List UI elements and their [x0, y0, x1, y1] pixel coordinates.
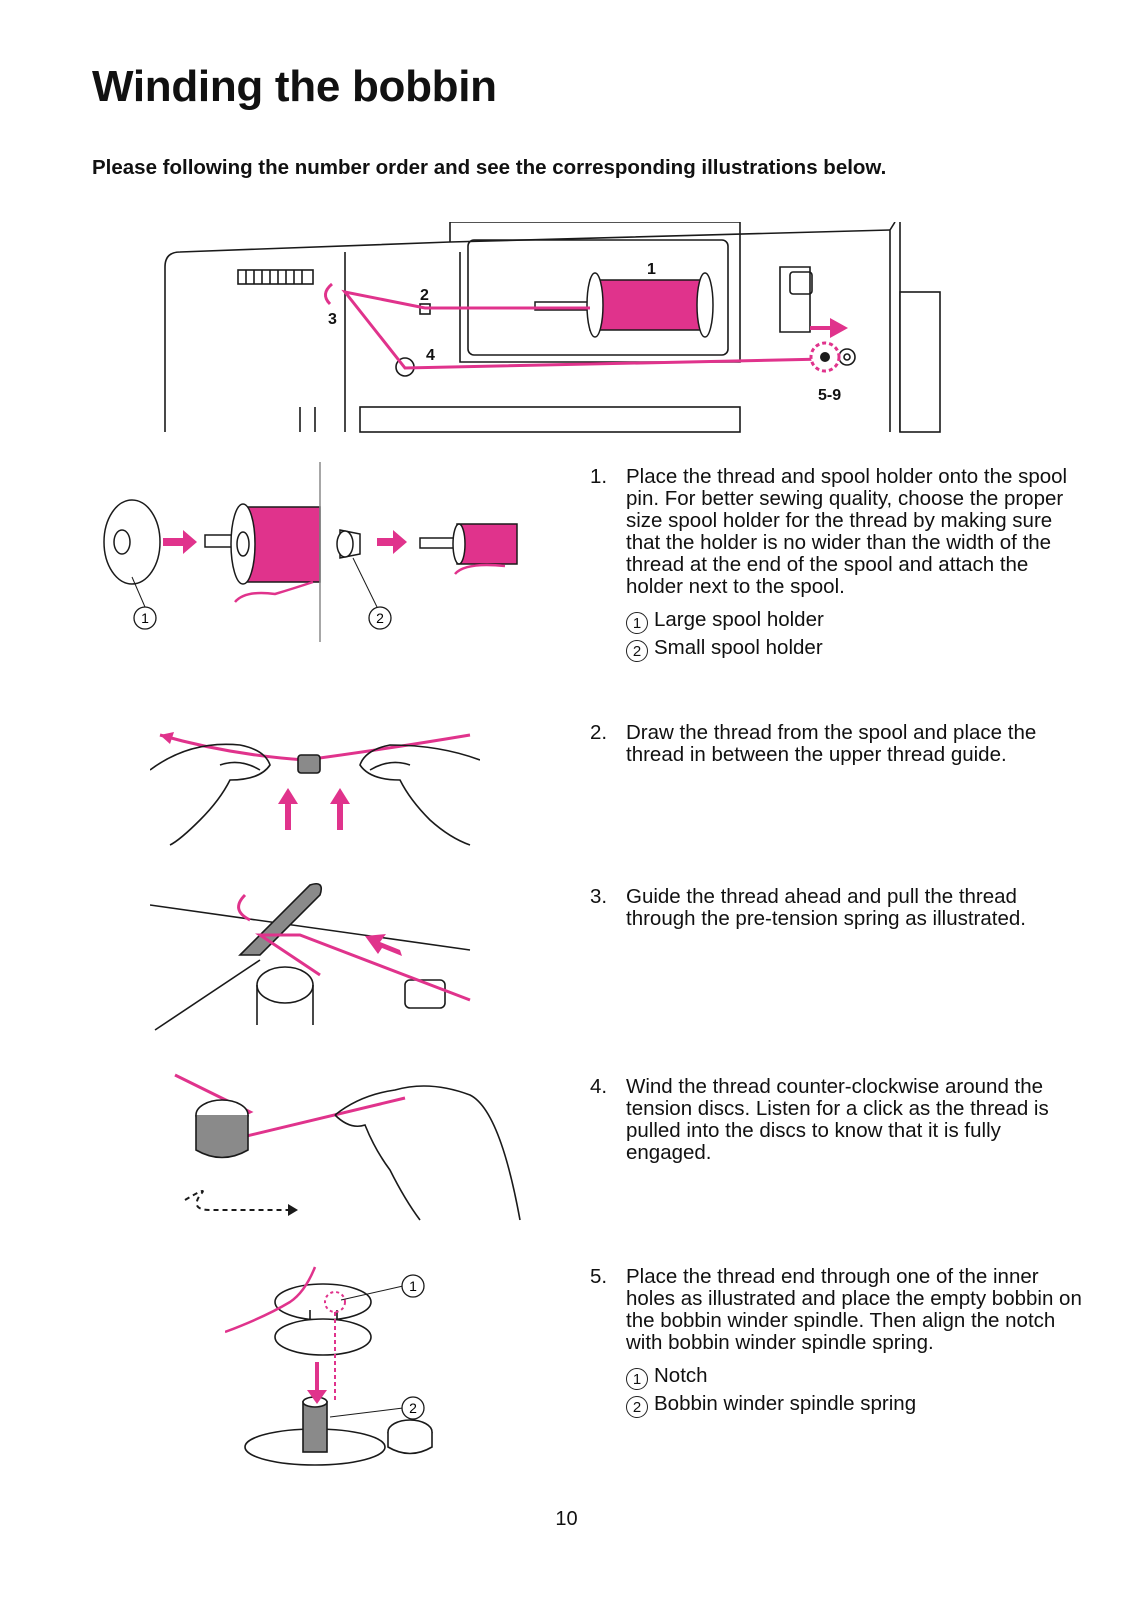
step-1: 1. Place the thread and spool holder ont…	[590, 466, 1090, 662]
step-1-number: 1.	[590, 465, 608, 488]
tension-discs-illustration	[174, 1073, 521, 1221]
legend-item: 2 Small spool holder	[626, 634, 1090, 662]
legend-label: Large spool holder	[654, 608, 824, 631]
step-5-legend: 1 Notch 2 Bobbin winder spindle spring	[626, 1362, 1090, 1418]
fig5-marker-1: 1	[409, 1278, 417, 1294]
legend-item: 2 Bobbin winder spindle spring	[626, 1390, 1090, 1418]
page-title: Winding the bobbin	[92, 62, 497, 111]
page-subtitle: Please following the number order and se…	[92, 156, 887, 179]
overview-label-4: 4	[426, 347, 435, 364]
step-5-number: 5.	[590, 1265, 608, 1288]
machine-overview-illustration: 1 2 3 4 5-9	[164, 222, 941, 433]
page-number: 10	[555, 1508, 578, 1530]
step-1-legend: 1 Large spool holder 2 Small spool holder	[626, 606, 1090, 662]
step-2-number: 2.	[590, 721, 608, 744]
legend-label: Small spool holder	[654, 636, 823, 659]
legend-item: 1 Large spool holder	[626, 606, 1090, 634]
step-5-text: Place the thread end through one of the …	[626, 1265, 1082, 1354]
legend-marker: 1	[626, 612, 648, 634]
pre-tension-spring-illustration	[150, 882, 471, 1031]
step-2: 2. Draw the thread from the spool and pl…	[590, 722, 1090, 766]
spool-holder-illustration: 1 2	[103, 462, 518, 642]
overview-label-2: 2	[420, 287, 429, 304]
step-5: 5. Place the thread end through one of t…	[590, 1266, 1090, 1418]
bobbin-winder-illustration: 1 2	[225, 1266, 433, 1466]
step-3-text: Guide the thread ahead and pull the thre…	[626, 885, 1026, 930]
legend-marker: 2	[626, 640, 648, 662]
legend-item: 1 Notch	[626, 1362, 1090, 1390]
legend-label: Notch	[654, 1364, 708, 1387]
step-3: 3. Guide the thread ahead and pull the t…	[590, 886, 1090, 930]
legend-marker: 1	[626, 1368, 648, 1390]
step-3-number: 3.	[590, 885, 608, 908]
legend-label: Bobbin winder spindle spring	[654, 1392, 917, 1415]
fig1-marker-2: 2	[376, 610, 384, 626]
step-1-text: Place the thread and spool holder onto t…	[626, 465, 1068, 598]
overview-label-1: 1	[647, 261, 656, 278]
step-4-number: 4.	[590, 1075, 608, 1098]
step-4-text: Wind the thread counter-clockwise around…	[626, 1075, 1049, 1164]
overview-label-3: 3	[328, 311, 337, 328]
step-2-text: Draw the thread from the spool and place…	[626, 721, 1037, 766]
thread-guide-illustration	[150, 732, 480, 846]
fig5-marker-2: 2	[409, 1400, 417, 1416]
overview-label-5-9: 5-9	[818, 387, 841, 404]
fig1-marker-1: 1	[141, 610, 149, 626]
legend-marker: 2	[626, 1396, 648, 1418]
step-4: 4. Wind the thread counter-clockwise aro…	[590, 1076, 1090, 1164]
